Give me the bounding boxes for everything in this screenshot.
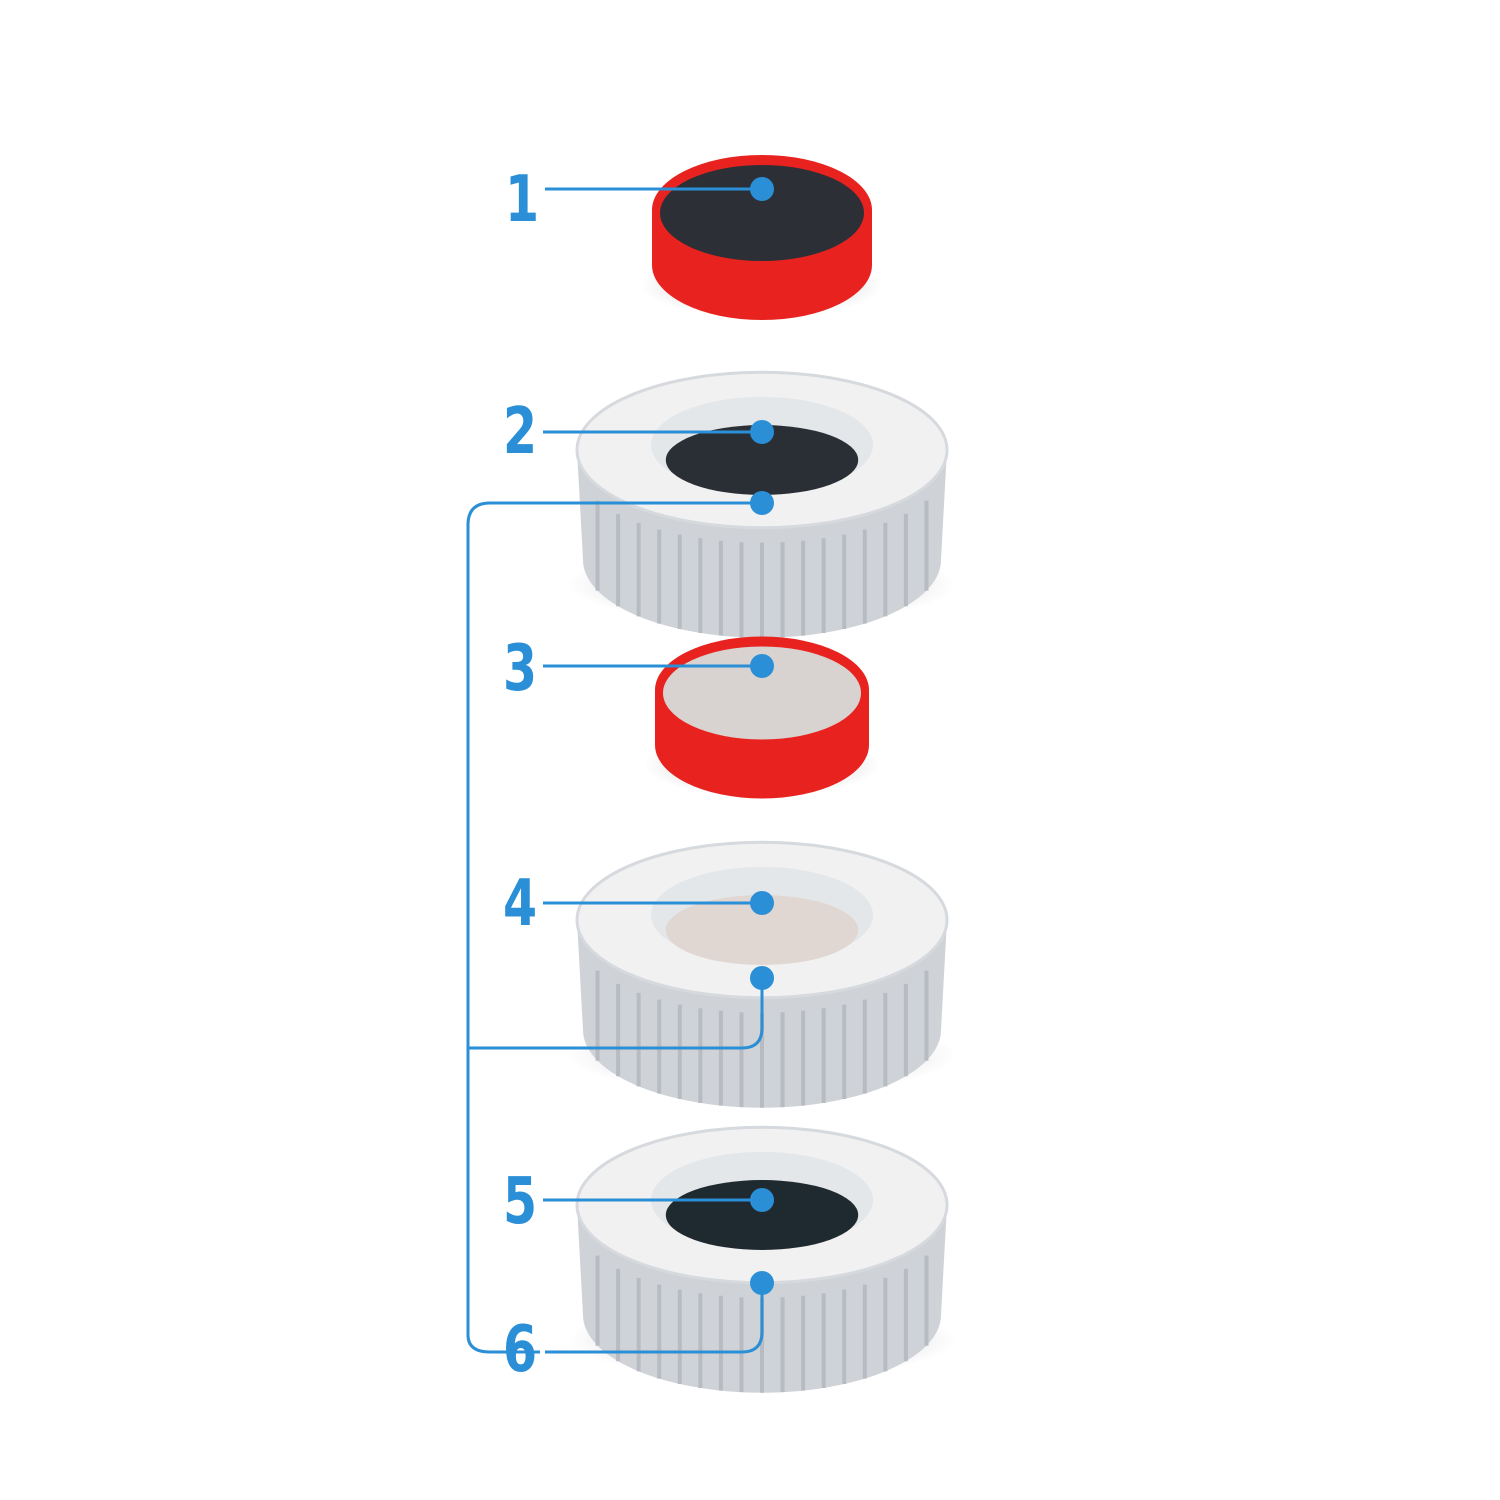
callout-lines [466, 177, 774, 1354]
callout-dot-icon [750, 654, 774, 678]
bio-ceramic-tray [644, 636, 880, 799]
callout-dot-icon [750, 1188, 774, 1212]
callout-label-5: 5 [503, 1165, 538, 1239]
callout-label-1: 1 [505, 163, 540, 237]
callout-label-6: 6 [503, 1313, 538, 1387]
media-basket-2 [567, 840, 957, 1108]
media-basket-3 [567, 1125, 957, 1393]
callout-dot-icon [750, 177, 774, 201]
callout-label-2: 2 [503, 395, 538, 469]
callout-label-3: 3 [503, 632, 538, 706]
callout-dot-icon [750, 420, 774, 444]
callout-dot-icon [750, 491, 774, 515]
callout-dot-icon [750, 1271, 774, 1295]
media-basket-1 [567, 370, 957, 638]
callout-dot-icon [750, 966, 774, 990]
callout-label-4: 4 [503, 867, 538, 941]
callout-dot-icon [750, 891, 774, 915]
